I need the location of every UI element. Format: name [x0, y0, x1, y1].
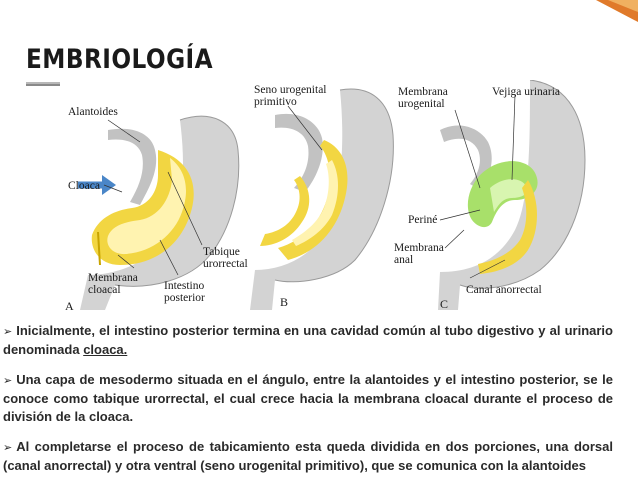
label-seno-2: primitivo [254, 96, 297, 108]
figure-drawing [60, 79, 590, 320]
panel-c-drawing [438, 79, 586, 310]
label-panel-c: C [440, 297, 449, 311]
label-membrana-cloacal-2: cloacal [88, 284, 121, 296]
bullet-item: ➢Inicialmente, el intestino posterior te… [3, 322, 613, 359]
label-tabique-1: Tabique [203, 246, 240, 258]
label-panel-b: B [280, 295, 289, 309]
arrow-bullet-icon: ➢ [3, 325, 13, 338]
label-tabique-2: urorrectal [203, 258, 248, 270]
bullet-text: Una capa de mesodermo situada en el ángu… [3, 372, 613, 424]
panel-b-drawing [250, 88, 394, 310]
bullet-text: Al completarse el proceso de tabicamient… [3, 439, 613, 473]
label-intestino-1: Intestino [164, 280, 205, 292]
label-membrana-cloacal-1: Membrana [88, 272, 138, 284]
corner-decoration [596, 0, 638, 22]
embryology-figure: Alantoides Cloaca Tabique urorrectal Mem… [60, 79, 590, 320]
slide-title: EMBRIOLOGÍA [26, 44, 214, 75]
label-panel-a: A [65, 299, 74, 313]
label-membrana-anal-1: Membrana [394, 242, 444, 254]
panel-a-drawing [78, 115, 240, 310]
title-area: EMBRIOLOGÍA [26, 44, 276, 86]
bullet-item: ➢Al completarse el proceso de tabicamien… [3, 438, 613, 475]
label-membrana-uro-1: Membrana [398, 86, 448, 98]
bullet-underlined-term: cloaca. [83, 342, 128, 357]
label-membrana-uro-2: urogenital [398, 98, 445, 110]
label-seno-1: Seno urogenital [254, 84, 327, 96]
bullet-item: ➢Una capa de mesodermo situada en el áng… [3, 371, 613, 426]
label-membrana-anal-2: anal [394, 254, 414, 266]
bullet-list: ➢Inicialmente, el intestino posterior te… [3, 322, 613, 479]
arrow-bullet-icon: ➢ [3, 441, 13, 454]
label-vejiga: Vejiga urinaria [492, 86, 561, 98]
label-alantoides: Alantoides [68, 106, 118, 118]
label-canal: Canal anorrectal [466, 284, 542, 296]
bullet-text: Inicialmente, el intestino posterior ter… [3, 323, 613, 357]
label-perine: Periné [408, 214, 438, 226]
label-cloaca: Cloaca [68, 180, 100, 192]
arrow-bullet-icon: ➢ [3, 374, 13, 387]
label-intestino-2: posterior [164, 292, 205, 304]
